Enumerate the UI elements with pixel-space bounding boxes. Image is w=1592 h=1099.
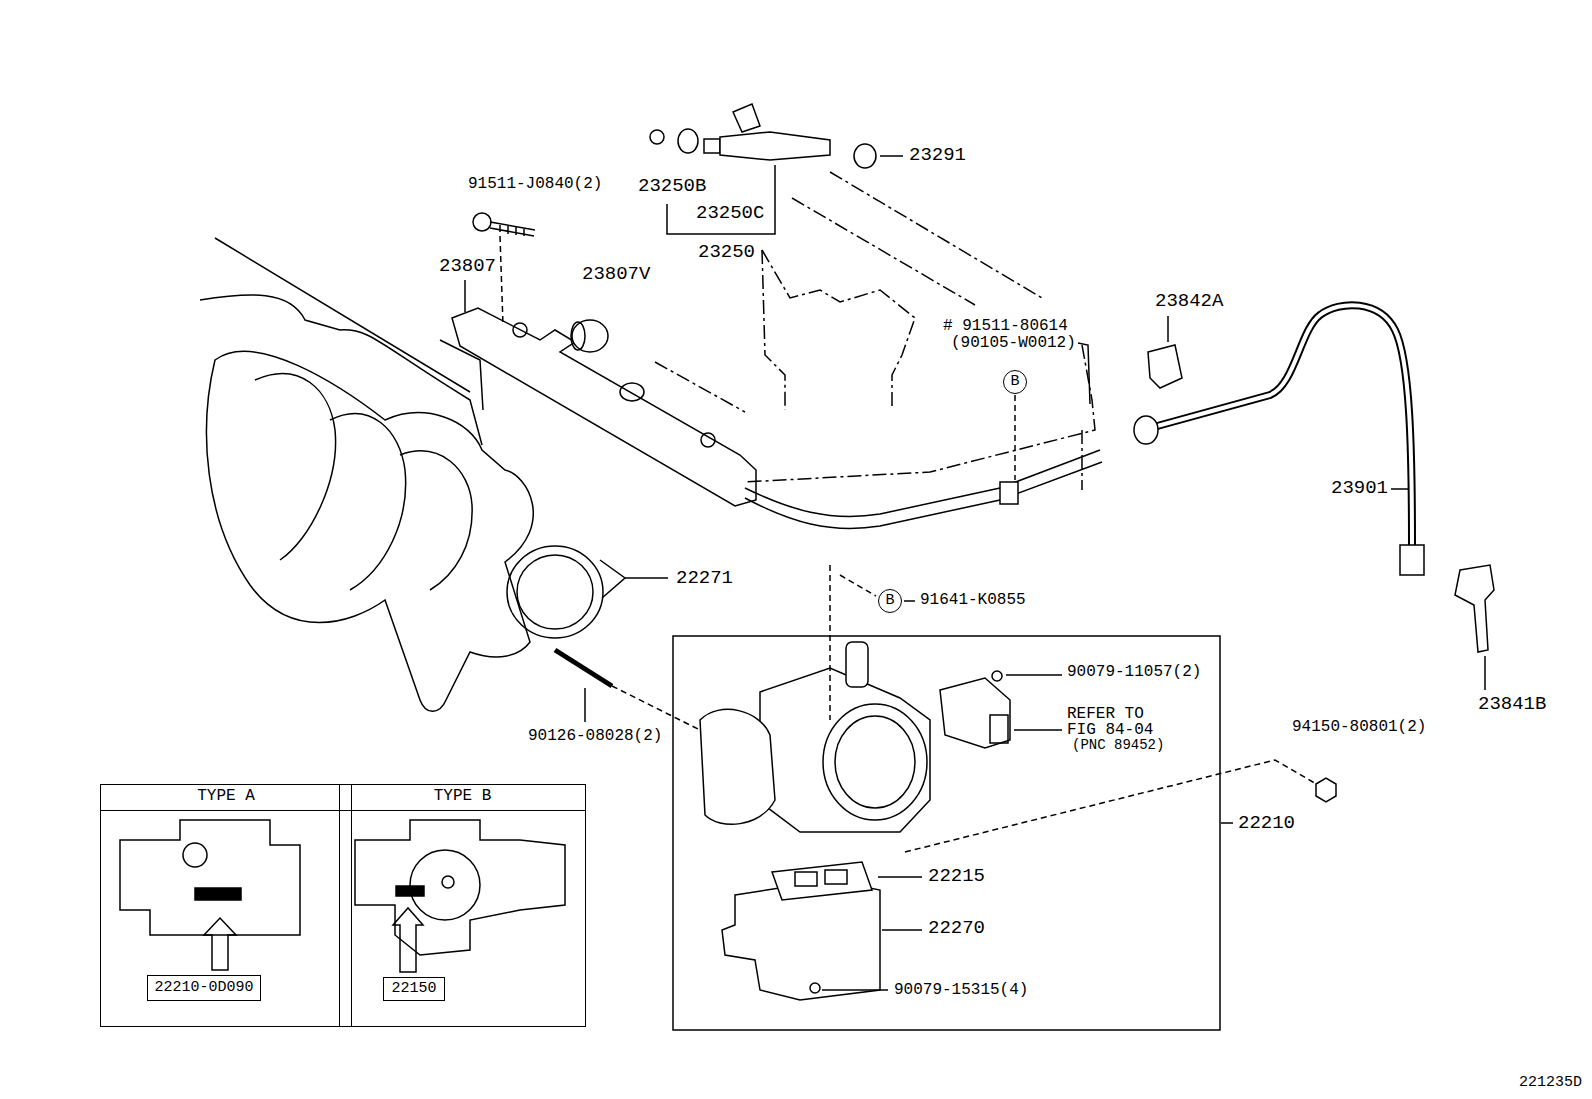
gasket <box>507 546 668 638</box>
callout-number: 23901 <box>1330 478 1389 499</box>
callout-number: 23250C <box>695 203 765 224</box>
reference-circle: B <box>1003 370 1027 394</box>
callout-number: 94150-80801(2) <box>1291 719 1427 737</box>
callout-number: FIG 84-04 <box>1066 722 1154 740</box>
fuel-pipe <box>745 343 1102 528</box>
bolt <box>473 213 535 236</box>
type-sketches <box>120 820 565 972</box>
type-panel: TYPE A 22210-0D090 <box>100 784 352 1027</box>
callout-number: (PNC 89452) <box>1071 738 1165 753</box>
part-number-box: 22150 <box>383 977 445 1001</box>
callout-number: 23250B <box>637 176 707 197</box>
callout-number: 23807V <box>581 264 651 285</box>
fuel-injector <box>650 104 903 234</box>
callout-number: REFER TO <box>1066 706 1145 724</box>
reference-circle: B <box>878 589 902 613</box>
callout-number: 91641-K0855 <box>919 592 1027 610</box>
callout-number: 23842A <box>1154 291 1224 312</box>
fuel-hose <box>1134 305 1494 690</box>
callout-number: 22210 <box>1237 813 1296 834</box>
node-text: 22150 <box>391 981 436 998</box>
stud <box>555 650 700 730</box>
node-text: B <box>1010 374 1019 391</box>
callout-number: 22215 <box>927 866 986 887</box>
node-text: B <box>885 593 894 610</box>
callout-number: (90105-W0012) <box>950 335 1077 353</box>
callout-number: # 91511-80614 <box>942 318 1069 336</box>
callout-number: 90126-08028(2) <box>527 728 663 746</box>
callout-number: 23291 <box>908 145 967 166</box>
callout-number: 91511-J0840(2) <box>467 176 603 194</box>
panel-heading: TYPE B <box>340 785 585 811</box>
callout-number: 23250 <box>697 242 756 263</box>
callout-number: 90079-11057(2) <box>1066 664 1202 682</box>
throttle-body-group <box>673 565 1336 1030</box>
callout-number: 90079-15315(4) <box>893 982 1029 1000</box>
drawing-code: 221235D <box>1518 1075 1583 1092</box>
type-panel: TYPE B 22150 <box>339 784 586 1027</box>
callout-number: 22271 <box>675 568 734 589</box>
intake-manifold <box>200 238 533 711</box>
callout-number: 23807 <box>438 256 497 277</box>
part-number-box: 22210-0D090 <box>147 975 261 1001</box>
panel-heading: TYPE A <box>101 785 351 811</box>
callout-number: 22270 <box>927 918 986 939</box>
callout-number: 23841B <box>1477 694 1547 715</box>
node-text: 22210-0D090 <box>154 980 253 997</box>
fuel-rail <box>452 236 756 506</box>
engine-outline <box>655 172 1095 490</box>
